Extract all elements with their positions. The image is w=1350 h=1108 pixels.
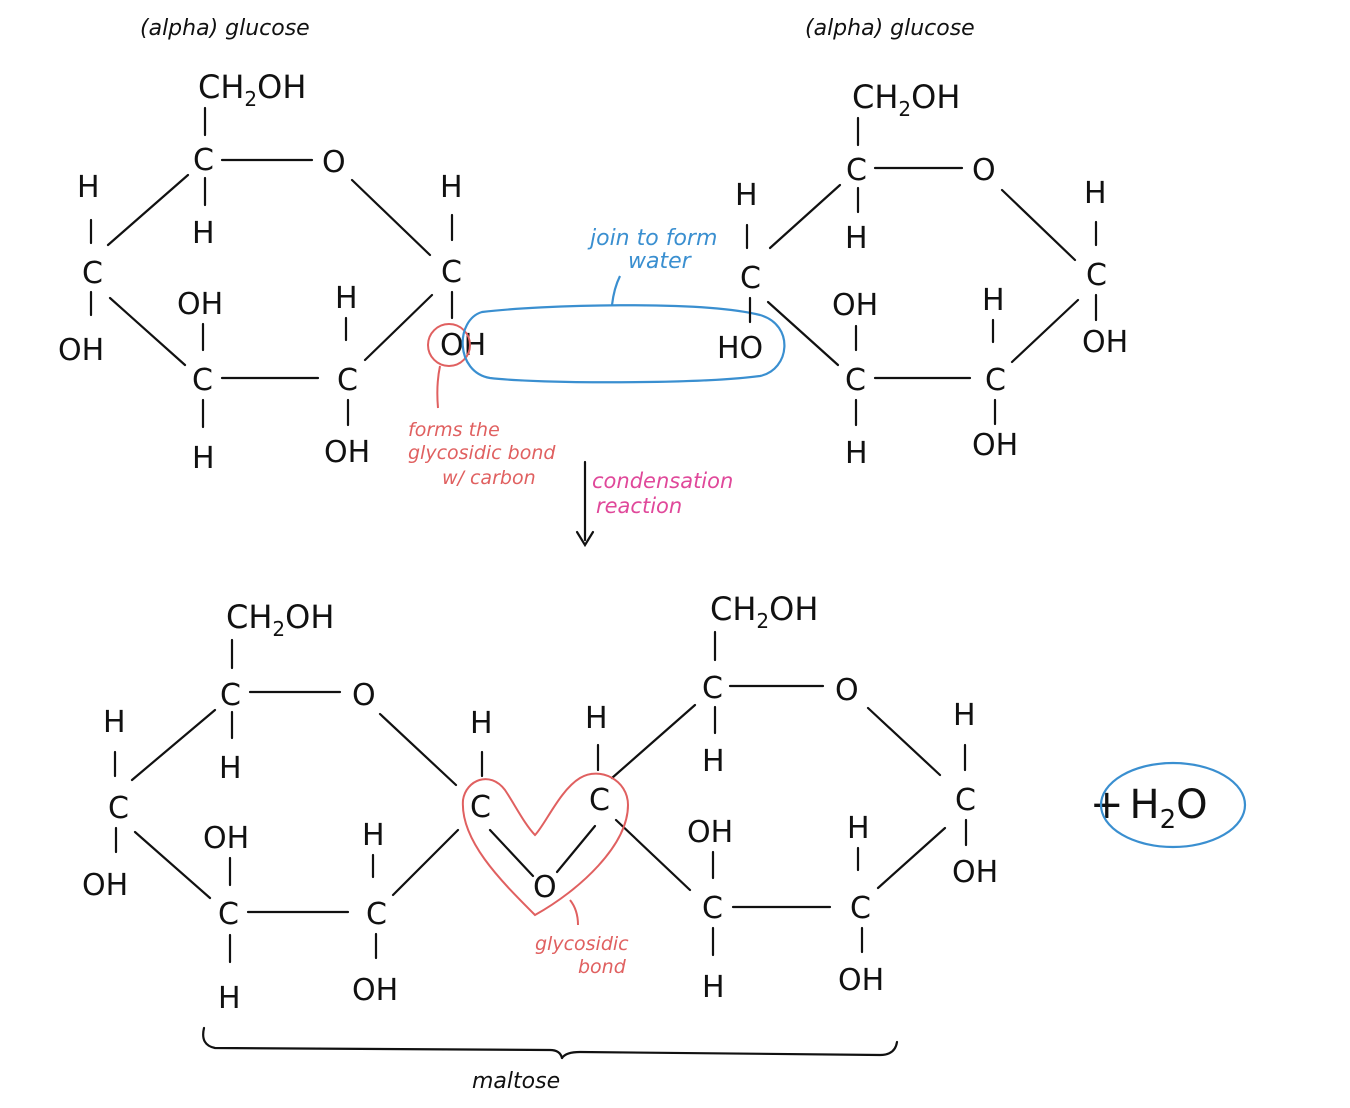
ch2oh-label: CH2OH: [226, 598, 334, 641]
carbon-2: C: [366, 897, 387, 932]
glycosidic-pointer-line: [569, 899, 579, 926]
maltose-bracket-right: [560, 1040, 899, 1060]
hydrogen: H: [219, 751, 242, 786]
note-bond-line2: bond: [578, 956, 627, 978]
carbon-5: C: [702, 671, 723, 706]
note-join-line2: water: [628, 249, 693, 274]
glycosidic-oxygen: O: [533, 870, 557, 905]
hydrogen: H: [847, 811, 870, 846]
hydrogen: H: [440, 170, 463, 205]
hydroxyl: OH: [838, 963, 884, 998]
carbon-1: C: [955, 783, 976, 818]
hydroxyl: OH: [324, 435, 370, 470]
hydroxyl: OH: [82, 868, 128, 903]
hydrogen: H: [735, 178, 758, 213]
carbon-4: C: [1086, 258, 1107, 293]
maltose-molecule: CH2OH C O H H C OH OH C H H C OH H C O: [82, 590, 998, 1016]
caption-glucose-right: (alpha) glucose: [805, 16, 975, 41]
carbon-1: C: [740, 261, 761, 296]
hydrogen: H: [362, 818, 385, 853]
glucose-molecule-left: CH2OH C O H H C OH OH C H H C OH H C OH: [58, 68, 486, 476]
hydroxyl: OH: [203, 821, 249, 856]
hydrogen: H: [702, 970, 725, 1005]
hydroxyl: OH: [832, 288, 878, 323]
hydroxyl: OH: [687, 815, 733, 850]
hydroxyl: OH: [58, 333, 104, 368]
ring-oxygen: O: [972, 153, 996, 188]
hydroxyl: OH: [177, 287, 223, 322]
maltose-bracket-left: [202, 1026, 564, 1060]
hydrogen: H: [470, 706, 493, 741]
oxygen-pointer-line: [436, 365, 441, 409]
caption-glucose-left: (alpha) glucose: [140, 16, 310, 41]
carbon-2: C: [845, 363, 866, 398]
hydrogen: H: [103, 705, 126, 740]
oxygen-highlight-circle: [427, 323, 471, 367]
water-product: +H2O: [1090, 782, 1208, 835]
reaction-arrow-head: [575, 530, 595, 548]
label-maltose: maltose: [472, 1069, 560, 1094]
hydrogen: H: [192, 441, 215, 476]
carbon-1: C: [441, 255, 462, 290]
note-join-line1: join to form: [587, 226, 717, 251]
carbon-1: C: [470, 790, 491, 825]
note-reaction-line2: reaction: [596, 494, 682, 518]
water-pointer-line: [610, 275, 621, 306]
carbon-3: C: [192, 363, 213, 398]
note-bond-line1: glycosidic: [535, 933, 629, 955]
hydroxyl-c1: HO: [717, 331, 763, 366]
hydroxyl: OH: [952, 855, 998, 890]
carbon-4: C: [82, 256, 103, 291]
carbon-4: C: [108, 791, 129, 826]
hydrogen: H: [702, 744, 725, 779]
hydrogen: H: [845, 221, 868, 256]
carbon-5: C: [220, 678, 241, 713]
ch2oh-label: CH2OH: [198, 68, 306, 111]
water-highlight: [1099, 761, 1247, 849]
carbon-2: C: [850, 891, 871, 926]
hydrogen: H: [218, 981, 241, 1016]
carbon-5: C: [193, 143, 214, 178]
note-forms-line2: glycosidic bond: [408, 442, 556, 464]
water-formation-highlight: [461, 304, 786, 384]
note-forms-line3: w/ carbon: [442, 467, 536, 489]
ring-oxygen: O: [322, 145, 346, 180]
ring-oxygen: O: [352, 678, 376, 713]
carbon-3: C: [218, 897, 239, 932]
glucose-molecule-right: CH2OH C O H H C HO OH C H H C OH H C OH: [717, 78, 1128, 471]
hydroxyl: OH: [972, 428, 1018, 463]
glycosidic-bond-highlight: [461, 772, 630, 917]
hydroxyl: OH: [1082, 325, 1128, 360]
carbon-5: C: [846, 153, 867, 188]
note-reaction-line1: condensation: [592, 469, 733, 493]
hydroxyl: OH: [352, 973, 398, 1008]
hydrogen: H: [982, 283, 1005, 318]
hydrogen: H: [1084, 176, 1107, 211]
carbon-4: C: [589, 783, 610, 818]
hydrogen: H: [335, 281, 358, 316]
carbon-2: C: [337, 363, 358, 398]
hydrogen: H: [77, 170, 100, 205]
hydrogen: H: [953, 698, 976, 733]
hydrogen: H: [845, 436, 868, 471]
note-forms-line1: forms the: [408, 419, 500, 441]
ring-oxygen: O: [835, 673, 859, 708]
hydrogen: H: [585, 701, 608, 736]
ch2oh-label: CH2OH: [852, 78, 960, 121]
carbon-3: C: [702, 891, 723, 926]
hydrogen: H: [192, 216, 215, 251]
ch2oh-label: CH2OH: [710, 590, 818, 633]
carbon-3: C: [985, 363, 1006, 398]
